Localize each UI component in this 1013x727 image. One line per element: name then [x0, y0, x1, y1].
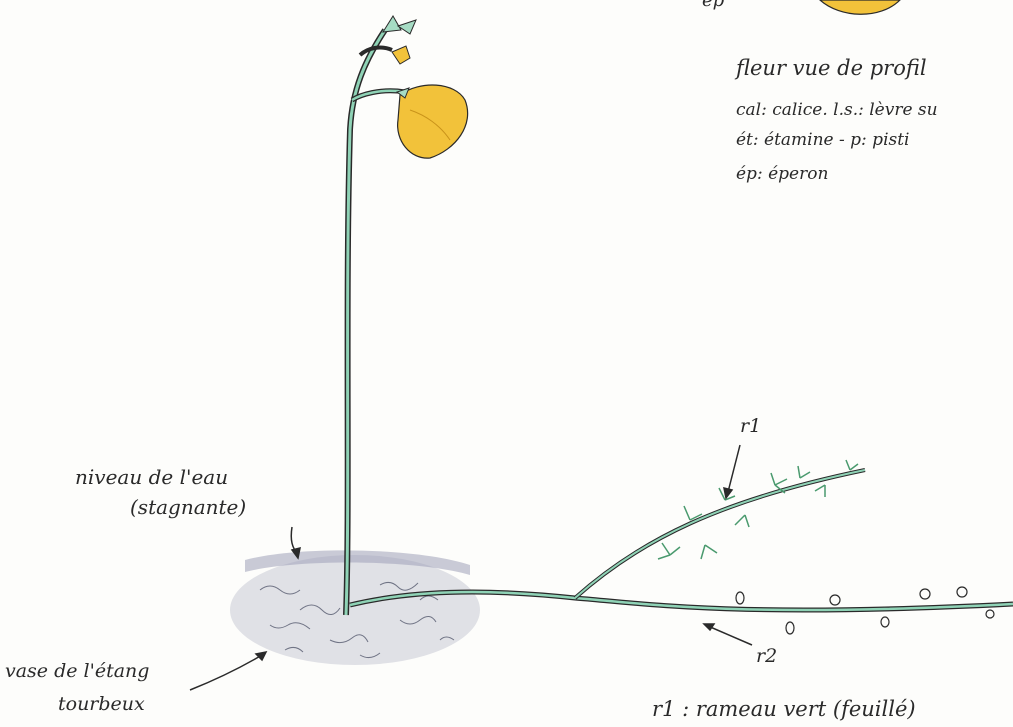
legend-line-3: ét: étamine - p: pisti [736, 130, 910, 150]
flower-stem [346, 30, 405, 615]
top-bud [383, 16, 416, 64]
annotation-arrows [190, 445, 752, 690]
legend-top-fragment: ép [702, 0, 724, 11]
partial-flower [820, 0, 900, 14]
legend-line-1: fleur vue de profil [736, 56, 927, 80]
leafy-branch-r1 [575, 460, 865, 598]
water-level-label: niveau de l'eau [75, 465, 228, 489]
mud-sub-label: tourbeux [58, 693, 145, 715]
legend-line-4: ép: éperon [736, 164, 828, 184]
legend-line-2: cal: calice. l.s.: lèvre su [736, 100, 938, 120]
yellow-flower [397, 85, 468, 158]
mud-label: vase de l'étang [5, 660, 149, 682]
r1-label: r1 [740, 415, 761, 437]
r2-label: r2 [756, 645, 777, 667]
water-level-sub-label: (stagnante) [130, 495, 246, 519]
bottom-note: r1 : rameau vert (feuillé) [652, 697, 916, 721]
mud-area [230, 550, 480, 665]
